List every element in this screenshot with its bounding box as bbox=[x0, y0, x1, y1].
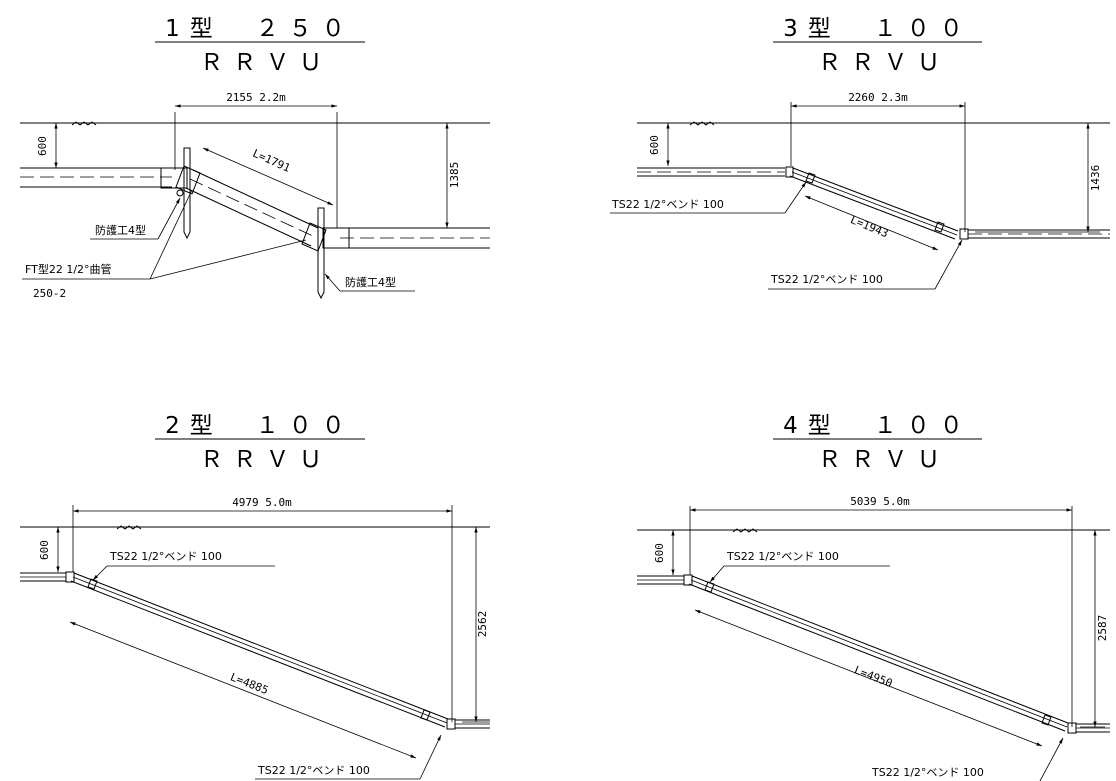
diagram-type1: 1型 ２５０ ＲＲＶＵ 2155 2.2m 600 1385 bbox=[20, 16, 490, 300]
type3-ground-hatch-icon bbox=[689, 121, 715, 126]
type2-width-dim: 4979 5.0m bbox=[232, 496, 292, 509]
type4-width-dim: 5039 5.0m bbox=[850, 495, 910, 508]
type1-stake-left bbox=[183, 147, 191, 240]
type4-title-line1: 4型 １００ bbox=[783, 413, 973, 439]
diagram-type2: 2型 １００ ＲＲＶＵ 4979 5.0m 600 2562 L= bbox=[20, 413, 490, 780]
type1-callout-2: FT型22 1/2°曲管 bbox=[25, 262, 112, 276]
type2-title-line1: 2型 １００ bbox=[165, 413, 355, 439]
type2-length: L=4885 bbox=[228, 670, 270, 697]
type4-height-dim: 2587 bbox=[1096, 615, 1109, 642]
type4-ground-hatch-icon bbox=[732, 528, 758, 533]
type3-width-dim: 2260 2.3m bbox=[848, 91, 908, 104]
type3-length: L=1943 bbox=[848, 213, 890, 240]
type1-title-line2: ＲＲＶＵ bbox=[200, 50, 332, 76]
type3-title-line1: 3型 １００ bbox=[783, 16, 973, 42]
type1-callout-4: 防護工4型 bbox=[345, 275, 396, 289]
type2-callout-2: TS22 1/2°ベンド 100 bbox=[257, 764, 370, 777]
type1-length: L=1791 bbox=[251, 147, 293, 175]
type1-stake-right bbox=[317, 207, 325, 300]
type1-bend-right bbox=[301, 222, 327, 252]
type4-title-line2: ＲＲＶＵ bbox=[818, 447, 950, 473]
type2-pipe bbox=[65, 571, 456, 730]
type1-height-dim: 1385 bbox=[448, 162, 461, 189]
type3-callout-2: TS22 1/2°ベンド 100 bbox=[770, 273, 883, 286]
diagram-type3: 3型 １００ ＲＲＶＵ 2260 2.3m 600 1436 L= bbox=[610, 16, 1110, 290]
type4-pipe bbox=[683, 574, 1077, 734]
type3-height-dim: 1436 bbox=[1089, 165, 1102, 192]
type1-bend-left bbox=[175, 165, 201, 195]
type3-depth-dim: 600 bbox=[648, 135, 661, 155]
type1-width-dim: 2155 2.2m bbox=[226, 91, 286, 104]
type2-title-line2: ＲＲＶＵ bbox=[200, 447, 332, 473]
type2-depth-dim: 600 bbox=[38, 540, 51, 560]
type3-title-line2: ＲＲＶＵ bbox=[818, 50, 950, 76]
type1-title-line1: 1型 ２５０ bbox=[165, 16, 355, 42]
type1-depth-dim: 600 bbox=[36, 136, 49, 156]
type4-length: L=4950 bbox=[852, 663, 894, 690]
type4-callout-2: TS22 1/2°ベンド 100 bbox=[871, 766, 984, 779]
type4-callout-1: TS22 1/2°ベンド 100 bbox=[726, 550, 839, 563]
type1-callout-3: 250-2 bbox=[33, 287, 66, 300]
type2-ground-hatch-icon bbox=[116, 525, 142, 530]
type2-callout-1: TS22 1/2°ベンド 100 bbox=[109, 550, 222, 563]
type1-callout-1: 防護工4型 bbox=[95, 223, 146, 237]
type4-depth-dim: 600 bbox=[653, 543, 666, 563]
type3-callout-1: TS22 1/2°ベンド 100 bbox=[611, 198, 724, 211]
type1-ground-hatch-icon bbox=[71, 121, 97, 126]
type2-height-dim: 2562 bbox=[476, 611, 489, 638]
diagram-type4: 4型 １００ ＲＲＶＵ 5039 5.0m 600 2587 L= bbox=[637, 413, 1110, 781]
